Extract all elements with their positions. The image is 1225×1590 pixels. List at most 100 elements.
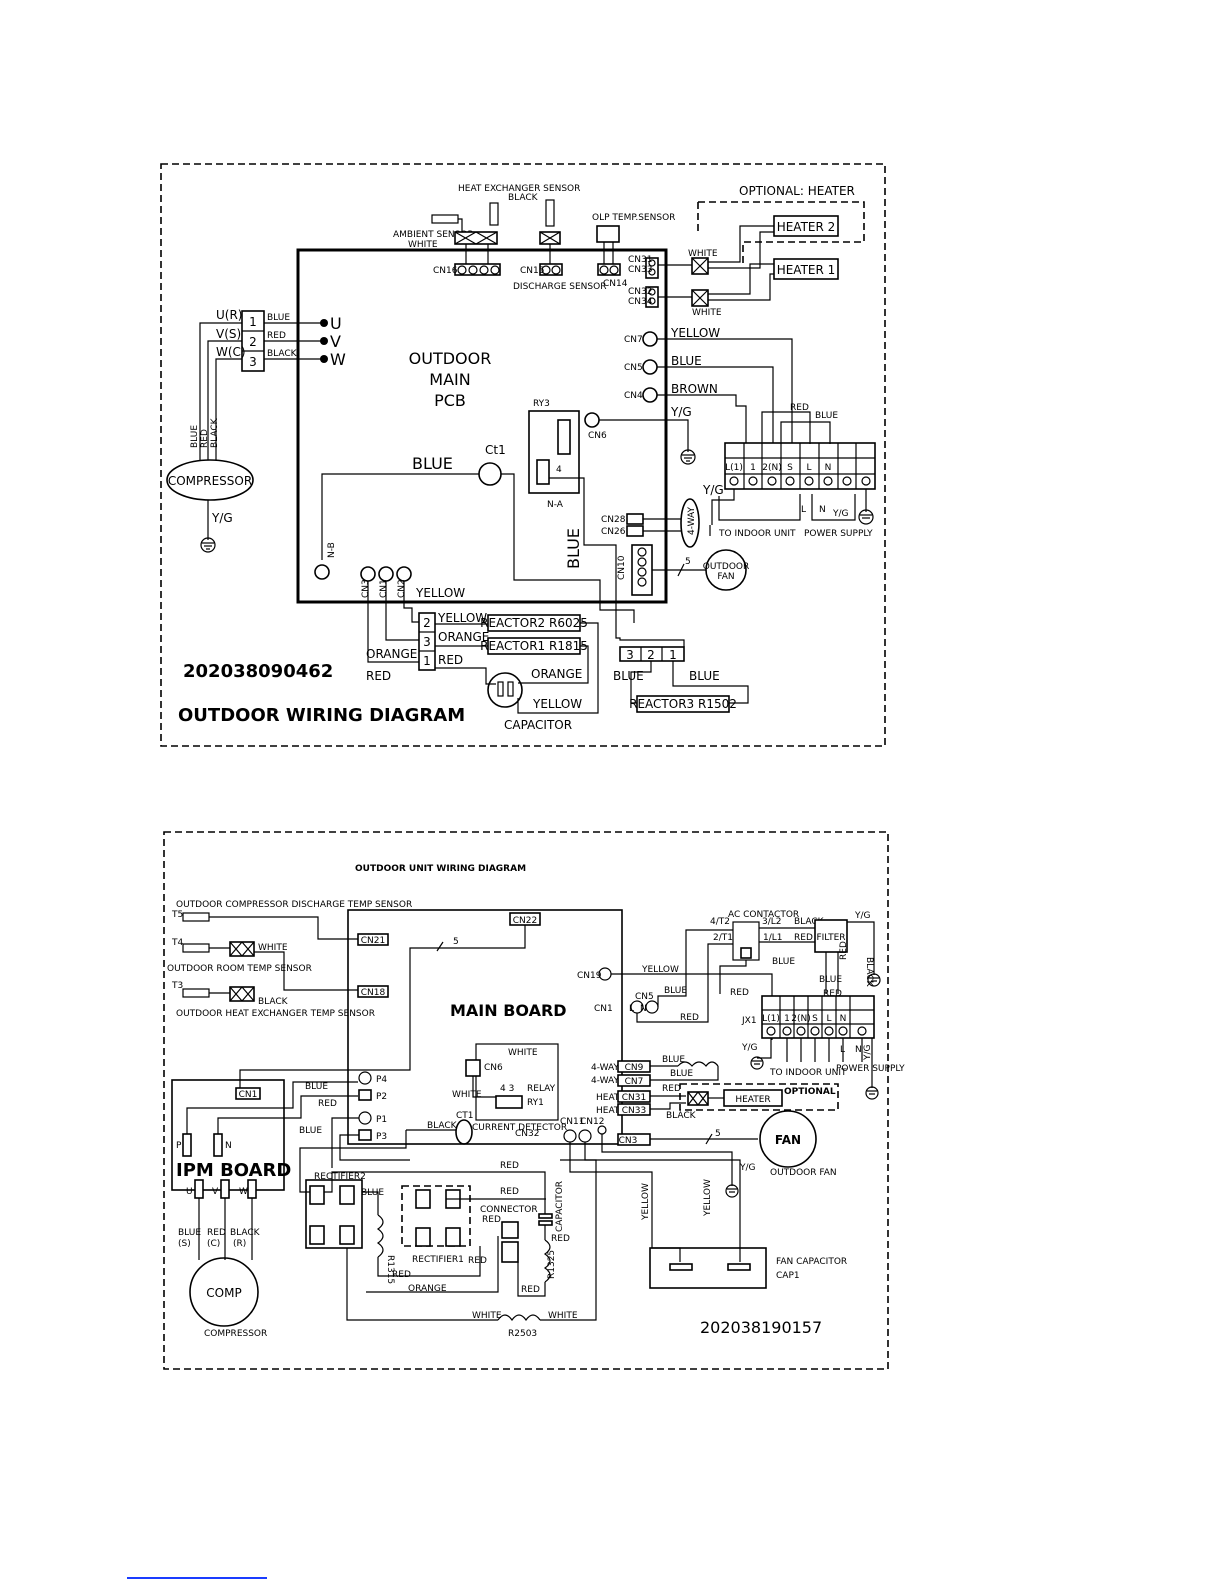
- cn10-socket: [631, 544, 653, 596]
- cn9-blue-label: BLUE: [662, 1055, 685, 1065]
- cn22-wire-count: 5: [453, 937, 459, 947]
- orange-label-left: ORANGE: [366, 647, 417, 661]
- tb-l-label: L: [801, 505, 806, 515]
- r3-blue-label-left: BLUE: [613, 669, 644, 683]
- reactor3: [636, 695, 730, 713]
- relay-area: [475, 1043, 559, 1121]
- cn22-label: CN22: [513, 916, 537, 926]
- cn16-plug: [454, 231, 498, 245]
- cn18-socket: [357, 985, 389, 998]
- cn1-label: CN1: [379, 579, 389, 598]
- connector-block-2: [501, 1241, 519, 1263]
- w-c-label: W(C): [216, 345, 246, 359]
- terminal-2n: 2(N): [762, 463, 781, 473]
- ipm-n-label: N: [225, 1141, 232, 1151]
- p4-connector: [358, 1071, 372, 1085]
- contactor-red-label: RED: [730, 988, 749, 998]
- ac-contactor-label: AC CONTACTOR: [728, 910, 799, 920]
- t5-sensor-label: OUTDOOR COMPRESSOR DISCHARGE TEMP SENSOR: [176, 900, 412, 910]
- jx1-s: S: [812, 1014, 818, 1024]
- top-red-label: RED: [500, 1161, 519, 1171]
- cn33-label-2: CN33: [622, 1106, 646, 1116]
- cn5-connector: [642, 359, 658, 375]
- four-way-label-cn9: 4-WAY: [591, 1063, 619, 1073]
- olp-temp-sensor: OLP TEMP.SENSOR CN14: [592, 213, 675, 289]
- hx-sensor-label: HEAT EXCHANGER SENSOR: [458, 184, 580, 194]
- cn26-label: CN26: [601, 527, 626, 537]
- main-board: [347, 909, 623, 1145]
- capacitor-yellow-label: YELLOW: [532, 697, 582, 711]
- t3-black-label: BLACK: [258, 997, 289, 1007]
- cn26-socket: [626, 525, 644, 537]
- w-terminal: W: [330, 350, 346, 369]
- reactor-plug: [418, 612, 436, 671]
- heater-2-box: [723, 1089, 783, 1107]
- cn6-socket: [465, 1059, 481, 1077]
- cn3-connector: [360, 566, 376, 582]
- cn14-socket: [597, 263, 621, 276]
- fan-wire-count: 5: [685, 557, 691, 567]
- svg-text:1: 1: [249, 315, 257, 329]
- r1315-red-label: RED: [392, 1270, 411, 1280]
- capacitor-1: [487, 672, 523, 708]
- r2503-white-right: WHITE: [548, 1311, 578, 1321]
- filter-black-label: BLACK: [794, 917, 825, 927]
- ground-power: [858, 489, 874, 525]
- v-red-label: RED: [267, 331, 286, 341]
- cn2-connector: [396, 566, 412, 582]
- cn32-label: CN32: [628, 287, 652, 297]
- jx1-label: JX1: [741, 1016, 757, 1026]
- orange-label-2: ORANGE: [408, 1284, 447, 1294]
- comp-s: (S): [178, 1239, 191, 1249]
- ground-power-2: [865, 1038, 879, 1100]
- p1-label: P1: [376, 1115, 387, 1125]
- cn32-label-2: CN32: [515, 1129, 539, 1139]
- cn12-label: CN12: [580, 1117, 604, 1127]
- pcb-label-3: PCB: [434, 391, 466, 410]
- ipm-w-label: W: [239, 1187, 248, 1197]
- t4-white-label: WHITE: [258, 943, 288, 953]
- reactor1-label: REACTOR1 R1815: [480, 639, 588, 653]
- pcb-label-2: MAIN: [429, 370, 470, 389]
- ground-cn6: [680, 449, 696, 465]
- cn5-blue-label-2: BLUE: [664, 986, 687, 996]
- u-blue-label: BLUE: [267, 313, 290, 323]
- outdoor-fan-label-1: OUTDOOR: [703, 562, 750, 572]
- r2503-white-left: WHITE: [472, 1311, 502, 1321]
- p2-red-label: RED: [318, 1099, 337, 1109]
- terminal-block-1: L(1) 1 2(N) S L N: [724, 442, 876, 490]
- reactor3-plug: [619, 646, 685, 662]
- heater-1-label: HEATER 1: [777, 263, 836, 277]
- rectifier-1: [401, 1185, 471, 1247]
- nb-label: N-B: [327, 542, 337, 558]
- cn7-label-2: CN7: [625, 1077, 644, 1087]
- power-supply-label: POWER SUPPLY: [804, 529, 873, 539]
- discharge-sensor-element: [545, 199, 555, 227]
- main-board-label: MAIN BOARD: [450, 1001, 567, 1020]
- ipm-u-label: U: [186, 1187, 193, 1197]
- cn4-connector: [642, 387, 658, 403]
- t5-sensor: [182, 912, 210, 922]
- cn28-socket: [626, 513, 644, 525]
- relay-white-left: WHITE: [452, 1090, 482, 1100]
- to-indoor-unit-label: TO INDOOR UNIT: [718, 529, 796, 539]
- jx1-n-wire: N: [855, 1045, 862, 1055]
- nb-connector: [314, 564, 330, 580]
- tb-blue-label: BLUE: [815, 411, 838, 421]
- cn18-label: CN18: [361, 988, 386, 998]
- comp-red: RED: [207, 1228, 226, 1238]
- compressor-1: [166, 459, 254, 501]
- outdoor-fan-label-2: OUTDOOR FAN: [770, 1168, 837, 1178]
- tb2-blue-label: BLUE: [819, 975, 842, 985]
- cn31-label: CN31: [628, 255, 652, 265]
- cn7-connector: [642, 331, 658, 347]
- vertical-blue-label: BLUE: [564, 528, 583, 569]
- heat-black-label: BLACK: [666, 1111, 697, 1121]
- cn12-connector: [578, 1129, 592, 1143]
- cn19-label: CN19: [577, 971, 602, 981]
- relay-label: RELAY: [527, 1084, 556, 1094]
- cn1-l-label: L: [629, 1004, 634, 1014]
- connector-block-1: [501, 1221, 519, 1239]
- footer-link-underline[interactable]: [127, 1577, 267, 1579]
